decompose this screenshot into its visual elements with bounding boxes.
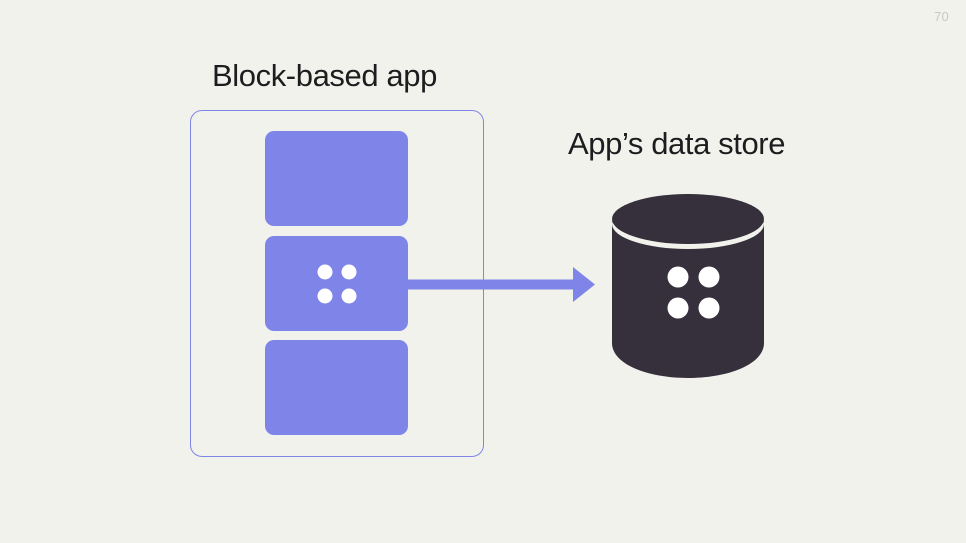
dot [341, 264, 356, 279]
dot [341, 288, 356, 303]
app-block-1 [265, 131, 408, 226]
dot [317, 288, 332, 303]
dot [317, 264, 332, 279]
page-number: 70 [934, 9, 949, 24]
page-title-block-based-app: Block-based app [212, 58, 437, 93]
app-block-3 [265, 340, 408, 435]
page-title-app-data-store: App’s data store [568, 126, 786, 161]
flow-arrow-icon [405, 267, 595, 302]
app-block-2 [265, 236, 408, 331]
data-store-cylinder-icon [612, 194, 764, 378]
block-dots-icon [317, 264, 356, 303]
